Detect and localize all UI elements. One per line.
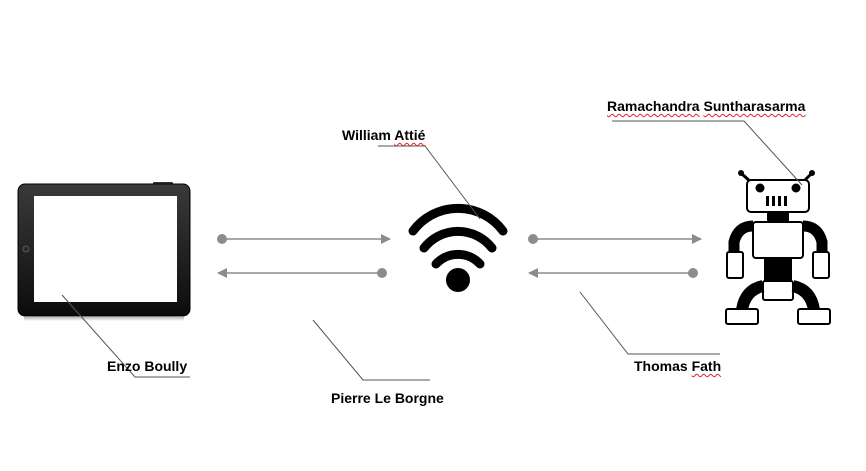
arrow-tablet-to-wifi [217,234,391,244]
arrow-robot-to-wifi [528,268,698,278]
right-link-label-last: Fath [691,358,722,374]
leader-line-left-link [312,319,430,381]
robot-label-last: Suntharasarma [703,98,806,114]
robot-label-first: Ramachandra [607,98,700,114]
leader-line-robot [612,120,803,186]
arrow-wifi-to-robot [528,234,702,244]
wifi-label-last: Attié [394,127,426,143]
arrow-wifi-to-tablet [217,268,387,278]
left-link-label: Pierre Le Borgne [331,390,444,406]
robot-label: Ramachandra Suntharasarma [607,98,805,114]
robot-icon [725,170,831,325]
right-link-label-first: Thomas [634,358,688,374]
wifi-icon [408,203,508,292]
leader-line-wifi [378,145,481,220]
leader-line-tablet [61,294,190,378]
leader-line-right-link [579,291,720,355]
wifi-label: William Attié [342,127,425,143]
tablet-label: Enzo Boully [107,358,188,374]
right-link-label: Thomas Fath [634,358,721,374]
wifi-label-first: William [342,127,391,143]
tablet-icon [17,182,191,321]
